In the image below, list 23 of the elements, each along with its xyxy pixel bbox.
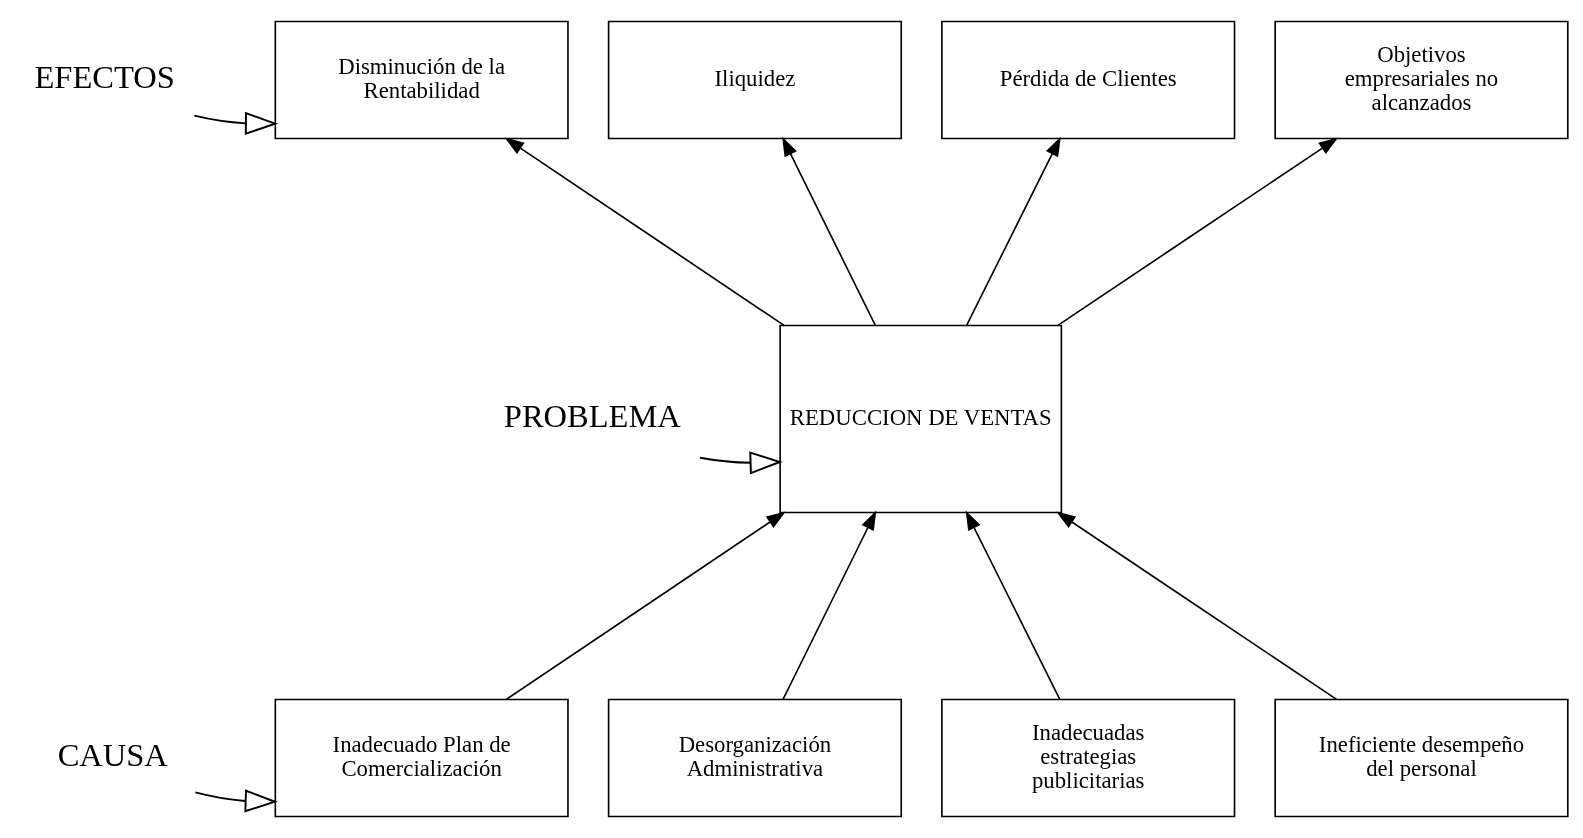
arrow [965,136,1061,326]
node-box: Iliquidez [607,20,903,140]
arrow [193,111,279,135]
arrow [504,137,785,326]
node-box: Desorganización Administrativa [607,698,903,818]
node-box: Disminución de la Rentabilidad [274,20,569,140]
node-text: CAUSA [57,737,168,774]
arrow [1057,137,1339,326]
arrow [782,510,877,701]
arrow [505,511,786,701]
arrow [782,136,877,326]
node-box: Pérdida de Clientes [941,20,1236,140]
node-text: PROBLEMA [503,398,681,435]
node-box: Inadecuadas estrategias publicitarias [941,698,1236,818]
arrow [194,789,278,813]
node-box: Ineficiente desempeño del personal [1274,698,1569,818]
node-box: REDUCCION DE VENTAS [779,324,1063,514]
arrow [965,510,1061,701]
node-box: Objetivos empresariales no alcanzados [1274,20,1569,140]
node-box: Inadecuado Plan de Comercialización [274,698,569,818]
arrow [1056,511,1338,701]
arrow [699,451,783,475]
node-text: EFECTOS [34,59,175,96]
